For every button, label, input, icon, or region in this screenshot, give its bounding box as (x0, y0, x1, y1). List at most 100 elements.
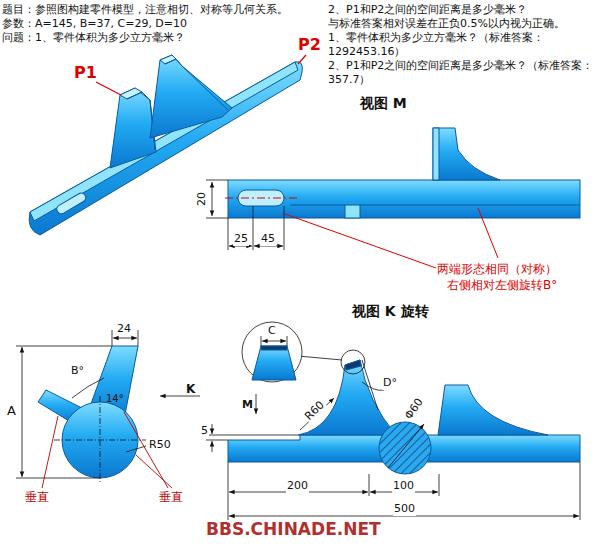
drawing-stroke (113, 338, 137, 339)
dimension-label: 45 (260, 232, 276, 246)
drawing-stroke (112, 330, 113, 346)
drawing-stroke (136, 455, 172, 488)
drawing-stroke (225, 198, 300, 199)
drawing-stroke (362, 360, 378, 410)
drawing-stroke (126, 446, 146, 452)
dimension-label: 25 (233, 232, 249, 246)
note-text: 2、P1和P2之间的空间距离是多少毫米？ (328, 3, 596, 17)
drawing-stroke (96, 82, 121, 95)
drawing-stroke (388, 424, 424, 468)
drawing-stroke (580, 462, 581, 520)
drawing-stroke (362, 382, 384, 390)
drawing-stroke (38, 346, 138, 478)
drawing-stroke (127, 92, 155, 150)
drawing-stroke (290, 205, 345, 206)
dimension-label: 500 (393, 502, 416, 516)
drawing-stroke (252, 346, 296, 380)
drawing-stroke (256, 394, 257, 414)
drawing-stroke (206, 440, 228, 441)
dimension-label: P1 (74, 66, 97, 80)
note-text: 参数：A=145, B=37, C=29, D=10 (2, 17, 302, 31)
dimension-label: R50 (148, 438, 172, 452)
drawing-stroke (42, 416, 58, 488)
drawing-stroke (261, 346, 287, 350)
drawing-stroke (150, 55, 232, 138)
drawing-stroke (228, 128, 580, 218)
drawing-stroke (433, 128, 500, 180)
drawing-stroke (261, 336, 287, 346)
dimension-label: M (242, 398, 253, 412)
dimension-label: D° (382, 376, 398, 390)
dimension-label: 垂直 (158, 490, 184, 504)
problem-title: 题目：参照图构建零件模型，注意相切、对称等几何关系。 (2, 3, 322, 17)
dimension-label: 视图 M (360, 96, 407, 110)
drawing-stroke (439, 474, 440, 496)
drawing-stroke (262, 341, 286, 342)
drawing-stroke (228, 180, 580, 218)
drawing-stroke (54, 440, 146, 441)
dimension-label: 100 (392, 479, 415, 493)
drawing-stroke (438, 385, 548, 435)
drawing-stroke (345, 360, 361, 370)
dimension-label: 14° (106, 392, 124, 406)
drawing-stroke (433, 128, 439, 180)
drawing-stroke (379, 422, 431, 474)
dimension-label: R60 (302, 398, 329, 425)
drawing-stroke (478, 208, 498, 258)
drawing-stroke (261, 336, 262, 346)
drawing-stroke (206, 218, 228, 219)
drawing-stroke (252, 346, 296, 380)
drawing-stroke (285, 214, 436, 268)
drawing-stroke (212, 182, 213, 216)
dimension-label: K (186, 382, 195, 396)
drawing-stroke (345, 205, 360, 218)
dimension-label: Φ60 (402, 395, 428, 423)
drawing-stroke (16, 346, 112, 347)
dimension-label: 两端形态相同（对称） (436, 262, 558, 276)
note-text: 与标准答案相对误差在正负0.5%以内视为正确。 (328, 17, 596, 31)
drawing-stroke (206, 435, 298, 436)
drawing-stroke (212, 441, 213, 452)
drawing-stroke (42, 412, 172, 488)
drawing-stroke (16, 478, 100, 479)
drawing-stroke (206, 180, 228, 181)
dimension-label: 200 (286, 479, 309, 493)
drawing-stroke (341, 350, 365, 374)
dimension-label: 5 (200, 424, 209, 438)
drawing-stroke (22, 347, 23, 477)
drawing-stroke (298, 356, 342, 360)
drawing-stroke (360, 205, 580, 206)
dimension-label: C (268, 324, 276, 338)
watermark: BBS.CHINADE.NET (206, 522, 381, 536)
drawing-stroke (284, 206, 285, 250)
dimension-label: 视图 K 旋转 (352, 304, 429, 318)
drawing-stroke (285, 208, 498, 268)
note-text: 问题：1、零件体积为多少立方毫米？ (2, 31, 302, 45)
drawing-stroke (298, 55, 306, 64)
drawing-stroke (110, 88, 156, 168)
drawing-stroke (253, 206, 254, 250)
dimension-label: 垂直 (24, 490, 50, 504)
dimension-label: 右侧相对左侧旋转B° (446, 278, 558, 292)
note-text: 2、P1和P2之间的空间距离是多少毫米？（标准答案：357.7） (328, 59, 596, 87)
drawing-stroke (242, 322, 302, 382)
dimension-label: A (6, 404, 17, 418)
dimension-label: B° (70, 364, 85, 378)
dimension-label: 20 (195, 191, 209, 207)
drawing-stroke (55, 191, 87, 215)
drawing-stroke (165, 59, 228, 110)
drawing-stroke (206, 180, 284, 250)
dimension-label: 24 (117, 322, 131, 336)
drawing-stroke (138, 330, 139, 346)
drawing-stroke (369, 474, 370, 496)
drawing-stroke (212, 424, 213, 434)
drawing-stroke (287, 336, 288, 346)
drawing-stroke (298, 360, 396, 435)
drawing-stroke (228, 462, 229, 520)
drawing-stroke (72, 378, 104, 398)
drawing-stroke (228, 218, 229, 250)
drawing-stroke (300, 398, 334, 430)
note-text: 1、零件体积为多少立方毫米？（标准答案：1292453.16） (328, 31, 596, 59)
dimension-label: P2 (298, 38, 321, 52)
drawing-stroke (16, 330, 200, 484)
